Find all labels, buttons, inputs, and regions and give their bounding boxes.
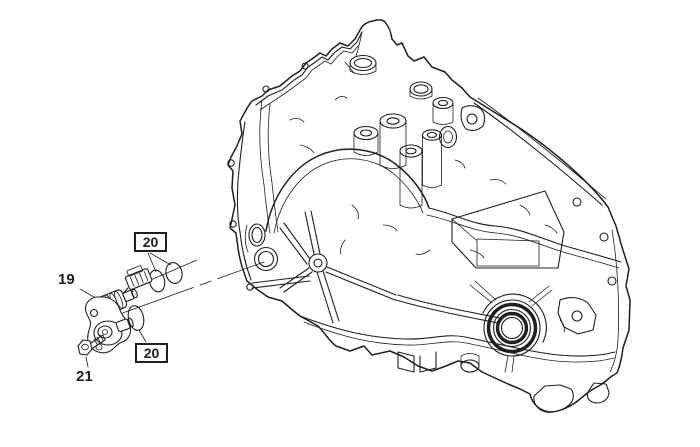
case-seam-upper	[428, 207, 622, 263]
bolt-threads	[93, 334, 106, 345]
leader-line-20-upper	[147, 252, 172, 273]
leader-line-20-lower	[138, 329, 147, 343]
axle-seal	[469, 280, 553, 373]
case-right-contour	[609, 229, 620, 373]
case-flange-line-1	[255, 31, 363, 106]
case-lug	[460, 105, 486, 132]
case-side-panel	[451, 190, 565, 269]
bell-housing-hub	[308, 253, 328, 273]
case-switch-opening	[409, 81, 433, 100]
bolt-hole	[599, 232, 609, 242]
callout-20-lower-label: 20	[143, 345, 160, 361]
bolt-hole	[572, 197, 582, 207]
bolt-hole	[301, 62, 309, 70]
case-pivot-bore	[438, 125, 458, 149]
sensor-bore-upper	[248, 223, 266, 247]
callout-20-upper: 20	[134, 232, 167, 252]
case-flange-line-2	[259, 45, 359, 111]
bolt-hole	[262, 85, 270, 93]
case-outline	[227, 19, 631, 413]
bolt-hole	[246, 283, 254, 291]
bell-housing-dome-inner	[273, 158, 424, 234]
bolt-hole	[229, 220, 237, 228]
leader-line-21	[85, 356, 89, 368]
case-support-beam	[251, 275, 311, 289]
case-feet	[397, 351, 610, 413]
callout-21: 21	[76, 368, 93, 385]
bolt-hole	[607, 276, 617, 286]
o-rings	[127, 262, 183, 331]
case-bolt-boss	[399, 144, 423, 209]
case-hump-detail	[344, 31, 363, 74]
bolt-illustration	[77, 334, 106, 356]
case-breather-opening	[349, 54, 377, 75]
case-slope-rib-inner	[477, 97, 607, 200]
case-seam-lower	[299, 315, 616, 357]
callout-19: 19	[58, 271, 75, 288]
sensor-connector	[124, 265, 153, 291]
o-ring-upper-2	[165, 262, 183, 284]
case-slope-rib	[473, 102, 603, 206]
centerline-upper-orings	[145, 259, 198, 283]
case-left-flange	[236, 121, 252, 281]
case-bolt-boss	[432, 96, 454, 125]
o-ring-lower	[127, 305, 145, 331]
case-seam-lower-2	[303, 321, 615, 363]
sensor-bracket-hole	[89, 308, 99, 318]
sensor-bore-lower	[244, 224, 279, 272]
case-seam-upper-2	[426, 214, 620, 269]
bell-housing-ribs	[279, 210, 397, 324]
callout-20-lower: 20	[135, 343, 168, 363]
sensor-barrel	[93, 317, 134, 346]
bolt-head	[77, 339, 93, 356]
centerline-sensor-to-bore	[119, 261, 265, 315]
case-left-seam-2	[267, 103, 279, 233]
bolt-hole	[227, 159, 235, 167]
case-bolt-boss	[379, 113, 407, 169]
bell-housing-dome	[265, 148, 430, 232]
casting-texture	[289, 96, 565, 333]
o-ring-upper-1	[148, 269, 166, 293]
case-bracket	[557, 297, 597, 335]
transaxle-case-illustration	[227, 19, 631, 413]
callout-20-upper-label: 20	[142, 234, 159, 250]
